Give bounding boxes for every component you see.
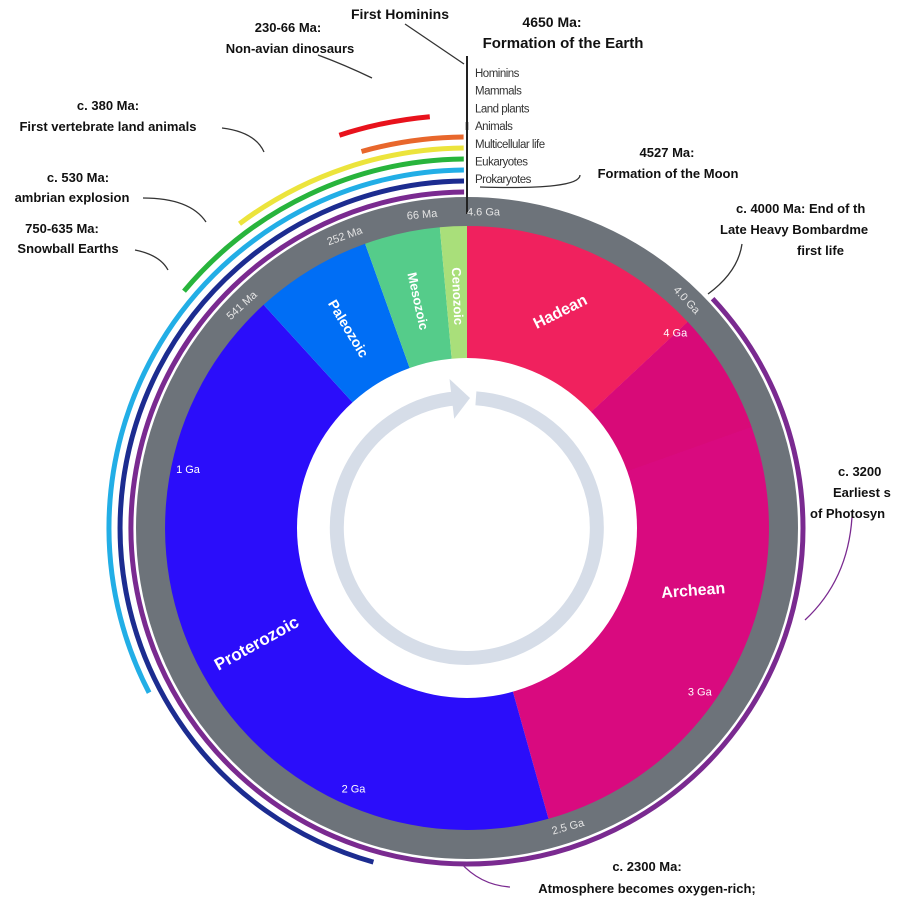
legend-multicellular-life: Multicellular life [475, 139, 545, 151]
eon-wedge-proterozoic [165, 304, 549, 830]
eon-wedge-paleozoic [263, 243, 417, 418]
leader-land-animals [221, 127, 265, 153]
inner-tick-3-ga: 3 Ga [688, 686, 713, 698]
annotations: First Hominins 4650 Ma: Formation of the… [15, 6, 891, 896]
life-arc-mammals [360, 134, 464, 154]
ring-tick-4-6-ga: 4.6 Ga [467, 206, 501, 218]
legend-prokaryotes: Prokaryotes [475, 174, 532, 186]
eon-label-cenozoic: Cenozoic [449, 267, 467, 325]
formation-earth-label: Formation of the Earth [483, 35, 644, 52]
inner-arrow-body [329, 391, 604, 665]
bombardment-line-2: Late Heavy Bombardme [720, 222, 868, 237]
legend-hominins: Hominins [475, 68, 520, 80]
snowball-label: Snowball Earths [17, 241, 118, 256]
first-hominins-label: First Hominins [351, 6, 449, 22]
photosynthesis-line-2: Earliest s [833, 485, 891, 500]
moon-label: Formation of the Moon [598, 166, 739, 181]
leader-cambrian [142, 197, 207, 223]
inner-tick-labels: 4 Ga 3 Ga 2 Ga 1 Ga [176, 327, 713, 795]
moon-date: 4527 Ma: [640, 145, 695, 160]
life-arc-animals [182, 156, 464, 293]
cambrian-label: ambrian explosion [15, 190, 130, 205]
life-arc-eukaryotes [117, 178, 465, 865]
life-arc-prokaryotes [128, 189, 806, 867]
bombardment-line-1: c. 4000 Ma: End of th [736, 201, 865, 216]
snowball-date: 750-635 Ma: [25, 221, 99, 236]
leader-lines [134, 23, 853, 888]
photosynthesis-line-1: c. 3200 [838, 464, 881, 479]
leader-bombardment [707, 243, 743, 295]
eon-wedge-archean [507, 321, 769, 819]
eon-wedge-mesozoic [365, 227, 454, 387]
bombardment-line-3: first life [797, 243, 844, 258]
eon-label-archean: Archean [661, 580, 726, 602]
land-animals-date: c. 380 Ma: [77, 98, 139, 113]
eon-wedge-cenozoic [439, 225, 467, 379]
land-animals-label: First vertebrate land animals [19, 119, 196, 134]
leader-first-hominins [404, 23, 465, 65]
life-arc-non-avian-dinosaurs [338, 114, 431, 138]
inner-tick-2-ga: 2 Ga [342, 783, 367, 795]
photosynthesis-line-3: of Photosyn [810, 506, 885, 521]
eon-wedges [165, 225, 769, 830]
life-arc-multicellular-life [106, 167, 464, 694]
leader-dinosaurs [317, 54, 373, 79]
legend-eukaryotes: Eukaryotes [475, 157, 528, 169]
oxygen-date: c. 2300 Ma: [612, 859, 681, 874]
cambrian-date: c. 530 Ma: [47, 170, 109, 185]
life-arc-land-plants [238, 145, 464, 226]
formation-earth-date: 4650 Ma: [522, 14, 581, 30]
legend-land-plants: Land plants [475, 103, 530, 115]
inner-time-arrow [329, 379, 604, 665]
leader-snowball [134, 249, 169, 271]
leader-moon [479, 174, 581, 189]
dinosaurs-label: Non-avian dinosaurs [226, 41, 355, 56]
inner-tick-4-ga: 4 Ga [663, 327, 688, 339]
ring-tick-66-ma: 66 Ma [406, 208, 438, 223]
leader-photosynthesis [804, 516, 853, 621]
legend-animals: Animals [475, 121, 513, 133]
oxygen-label: Atmosphere becomes oxygen-rich; [538, 881, 755, 896]
life-arcs [106, 114, 806, 867]
inner-arrow-head [449, 379, 470, 419]
legend-mammals: Mammals [475, 86, 522, 98]
dinosaurs-date: 230-66 Ma: [255, 20, 321, 35]
inner-tick-1-ga: 1 Ga [176, 464, 201, 476]
leader-oxygen [459, 861, 511, 888]
eon-wedge-archean-early-band [576, 321, 752, 478]
inner-disc [297, 358, 637, 698]
